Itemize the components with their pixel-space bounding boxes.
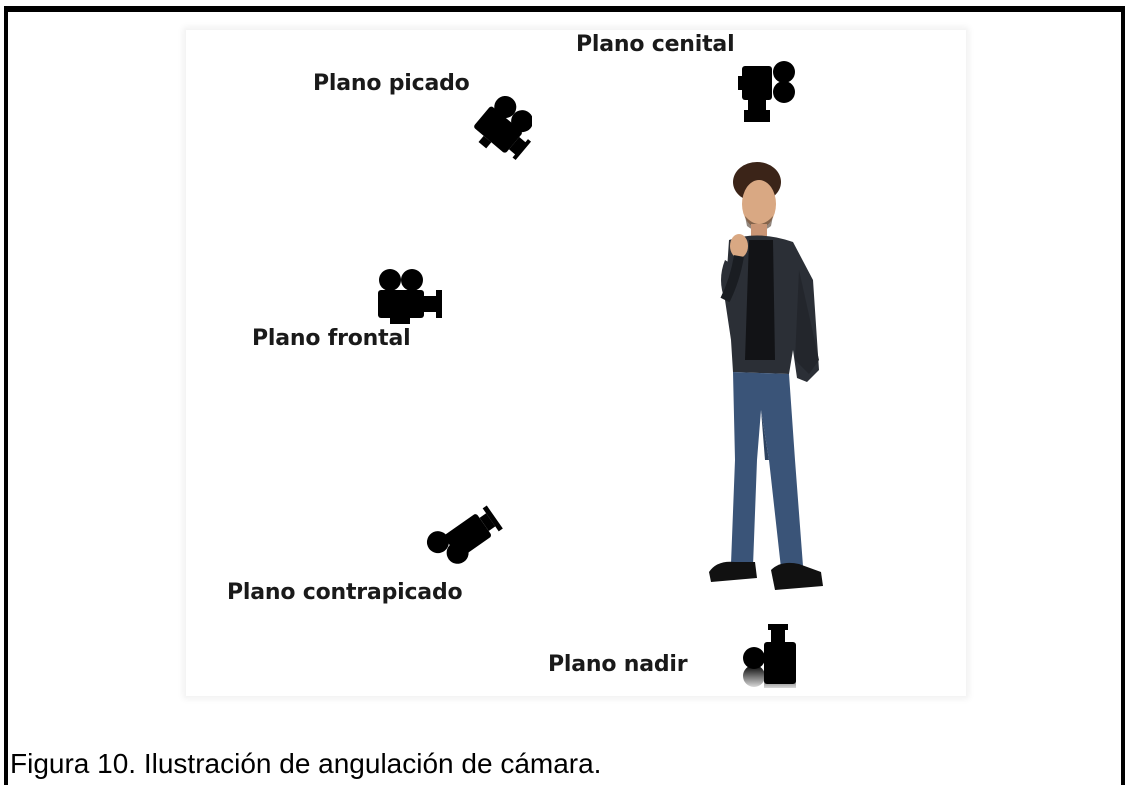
label-plano-contrapicado: Plano contrapicado (227, 580, 463, 605)
camera-contrapicado-icon (424, 505, 506, 575)
camera-picado-icon (462, 94, 532, 174)
label-plano-cenital: Plano cenital (576, 32, 735, 57)
camera-cenital-icon (738, 60, 800, 128)
label-plano-nadir: Plano nadir (548, 652, 688, 677)
camera-frontal-icon (376, 268, 446, 328)
label-plano-frontal: Plano frontal (252, 326, 411, 351)
camera-nadir-icon (740, 622, 800, 692)
standing-man-illustration (695, 160, 845, 600)
figure-caption: Figura 10. Ilustración de angulación de … (10, 748, 602, 779)
illustration-panel (186, 30, 966, 696)
figure-frame (4, 6, 1125, 785)
label-plano-picado: Plano picado (313, 71, 470, 96)
